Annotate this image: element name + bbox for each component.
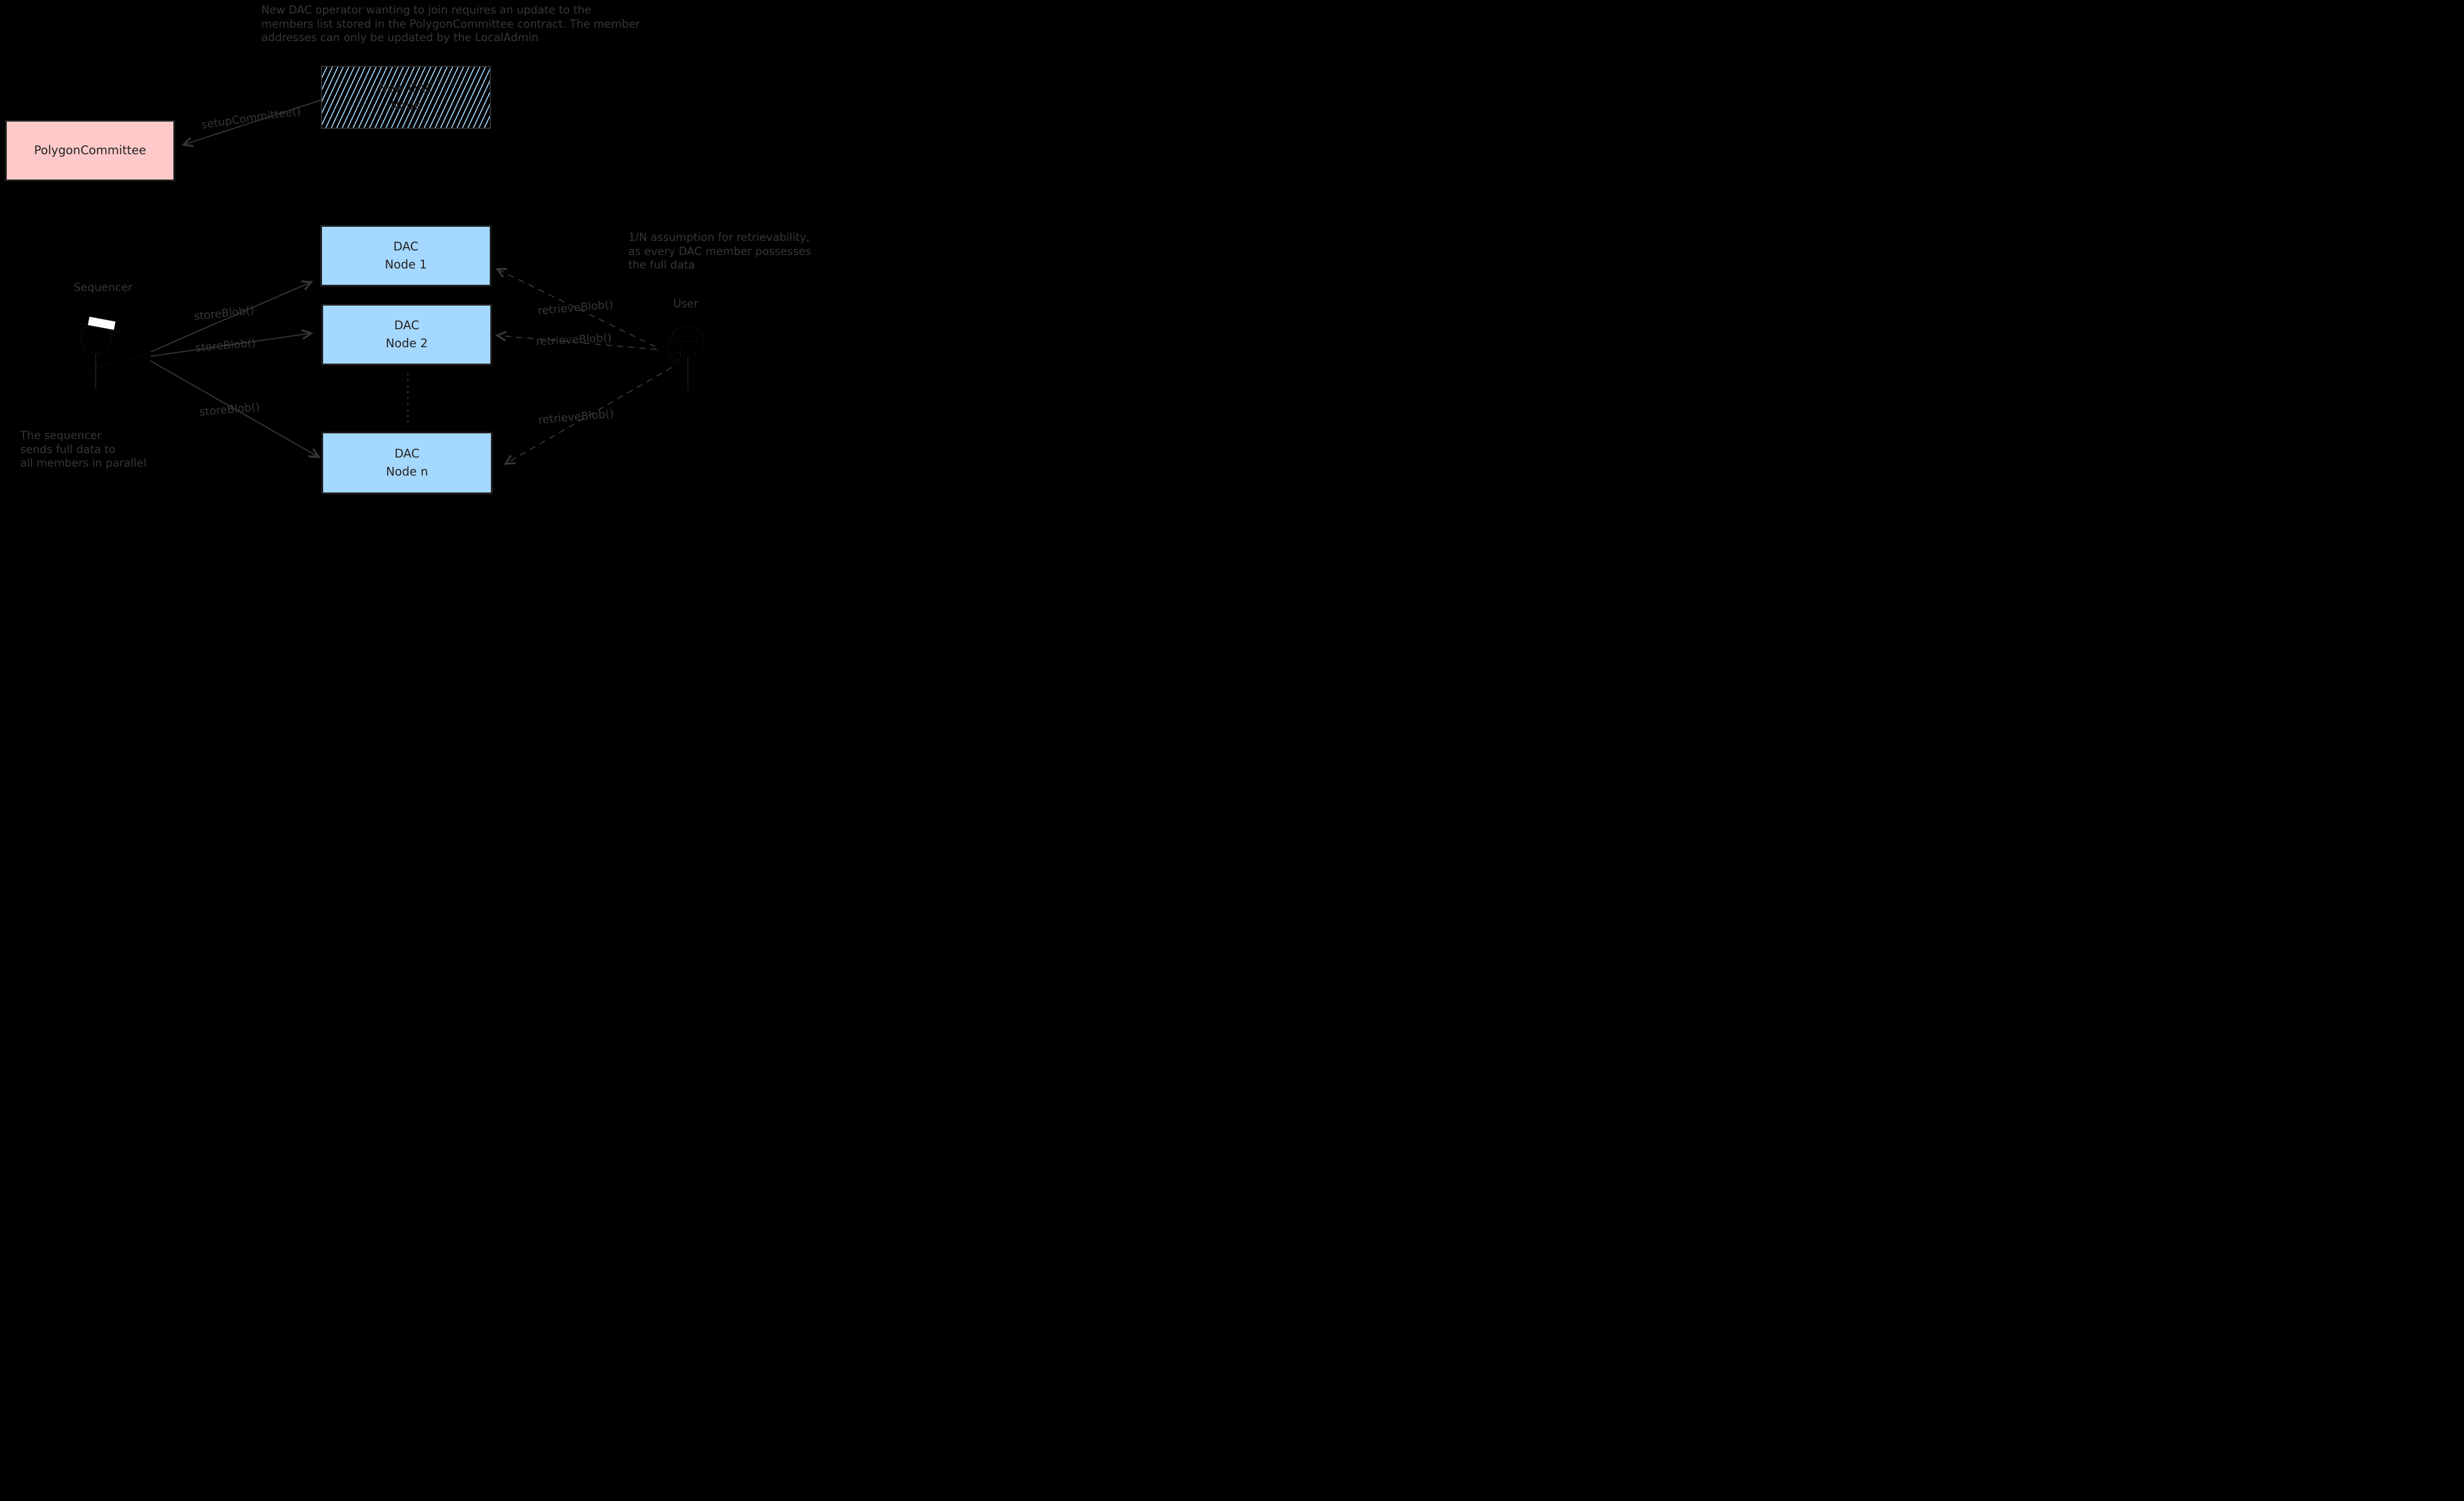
user-ponytail xyxy=(668,329,682,363)
box-dac-node-1: DAC Node 1 xyxy=(320,225,491,286)
box-dac-node-2: DAC Node 2 xyxy=(321,304,492,365)
sequencer-leg-left xyxy=(82,388,96,409)
box-dac-node-n-label: DAC Node n xyxy=(386,447,428,478)
user-arm-right xyxy=(688,364,712,366)
sequencer-arm-right xyxy=(96,353,150,368)
arrow-retrieve-blob-3 xyxy=(503,367,672,465)
sequencer-figure xyxy=(66,316,150,412)
arrow-retrieve-blob-1 xyxy=(495,268,656,347)
box-polygon-committee: PolygonCommittee xyxy=(5,120,175,181)
sequencer-leg-right xyxy=(95,388,111,412)
note-retrievability: 1/N assumption for retrievability, as ev… xyxy=(628,231,811,271)
user-hair xyxy=(674,336,702,343)
user-figure xyxy=(657,325,712,417)
box-dac-node-1-label: DAC Node 1 xyxy=(384,240,427,271)
label-sequencer: Sequencer xyxy=(74,281,133,294)
box-new-dac-node-label: New DAC Node xyxy=(378,81,433,113)
user-head xyxy=(672,325,704,357)
arrow-store-blob-1 xyxy=(150,280,314,352)
arrow-setup-committee xyxy=(181,100,321,147)
arrow-store-blob-2 xyxy=(150,329,314,357)
arrow-retrieve-blob-2 xyxy=(495,330,658,350)
box-dac-node-2-label: DAC Node 2 xyxy=(386,319,428,350)
diagram-canvas: New DAC Node PolygonCommittee DAC Node 1… xyxy=(0,0,821,500)
box-dac-node-n: DAC Node n xyxy=(321,432,493,494)
note-new-dac-operator: New DAC operator wanting to join require… xyxy=(261,3,640,44)
sequencer-arm-left xyxy=(66,366,95,387)
note-sequencer-parallel: The sequencer sends full data to all mem… xyxy=(20,429,147,469)
sequencer-hat-mark xyxy=(88,316,116,330)
user-leg-left xyxy=(678,389,688,416)
box-polygon-committee-label: PolygonCommittee xyxy=(34,143,146,157)
connector-layer xyxy=(66,100,712,465)
arrow-store-blob-3 xyxy=(150,360,321,458)
box-new-dac-node: New DAC Node xyxy=(321,66,491,129)
user-arm-left xyxy=(657,350,687,365)
user-leg-right xyxy=(687,389,704,417)
label-user: User xyxy=(673,297,699,310)
